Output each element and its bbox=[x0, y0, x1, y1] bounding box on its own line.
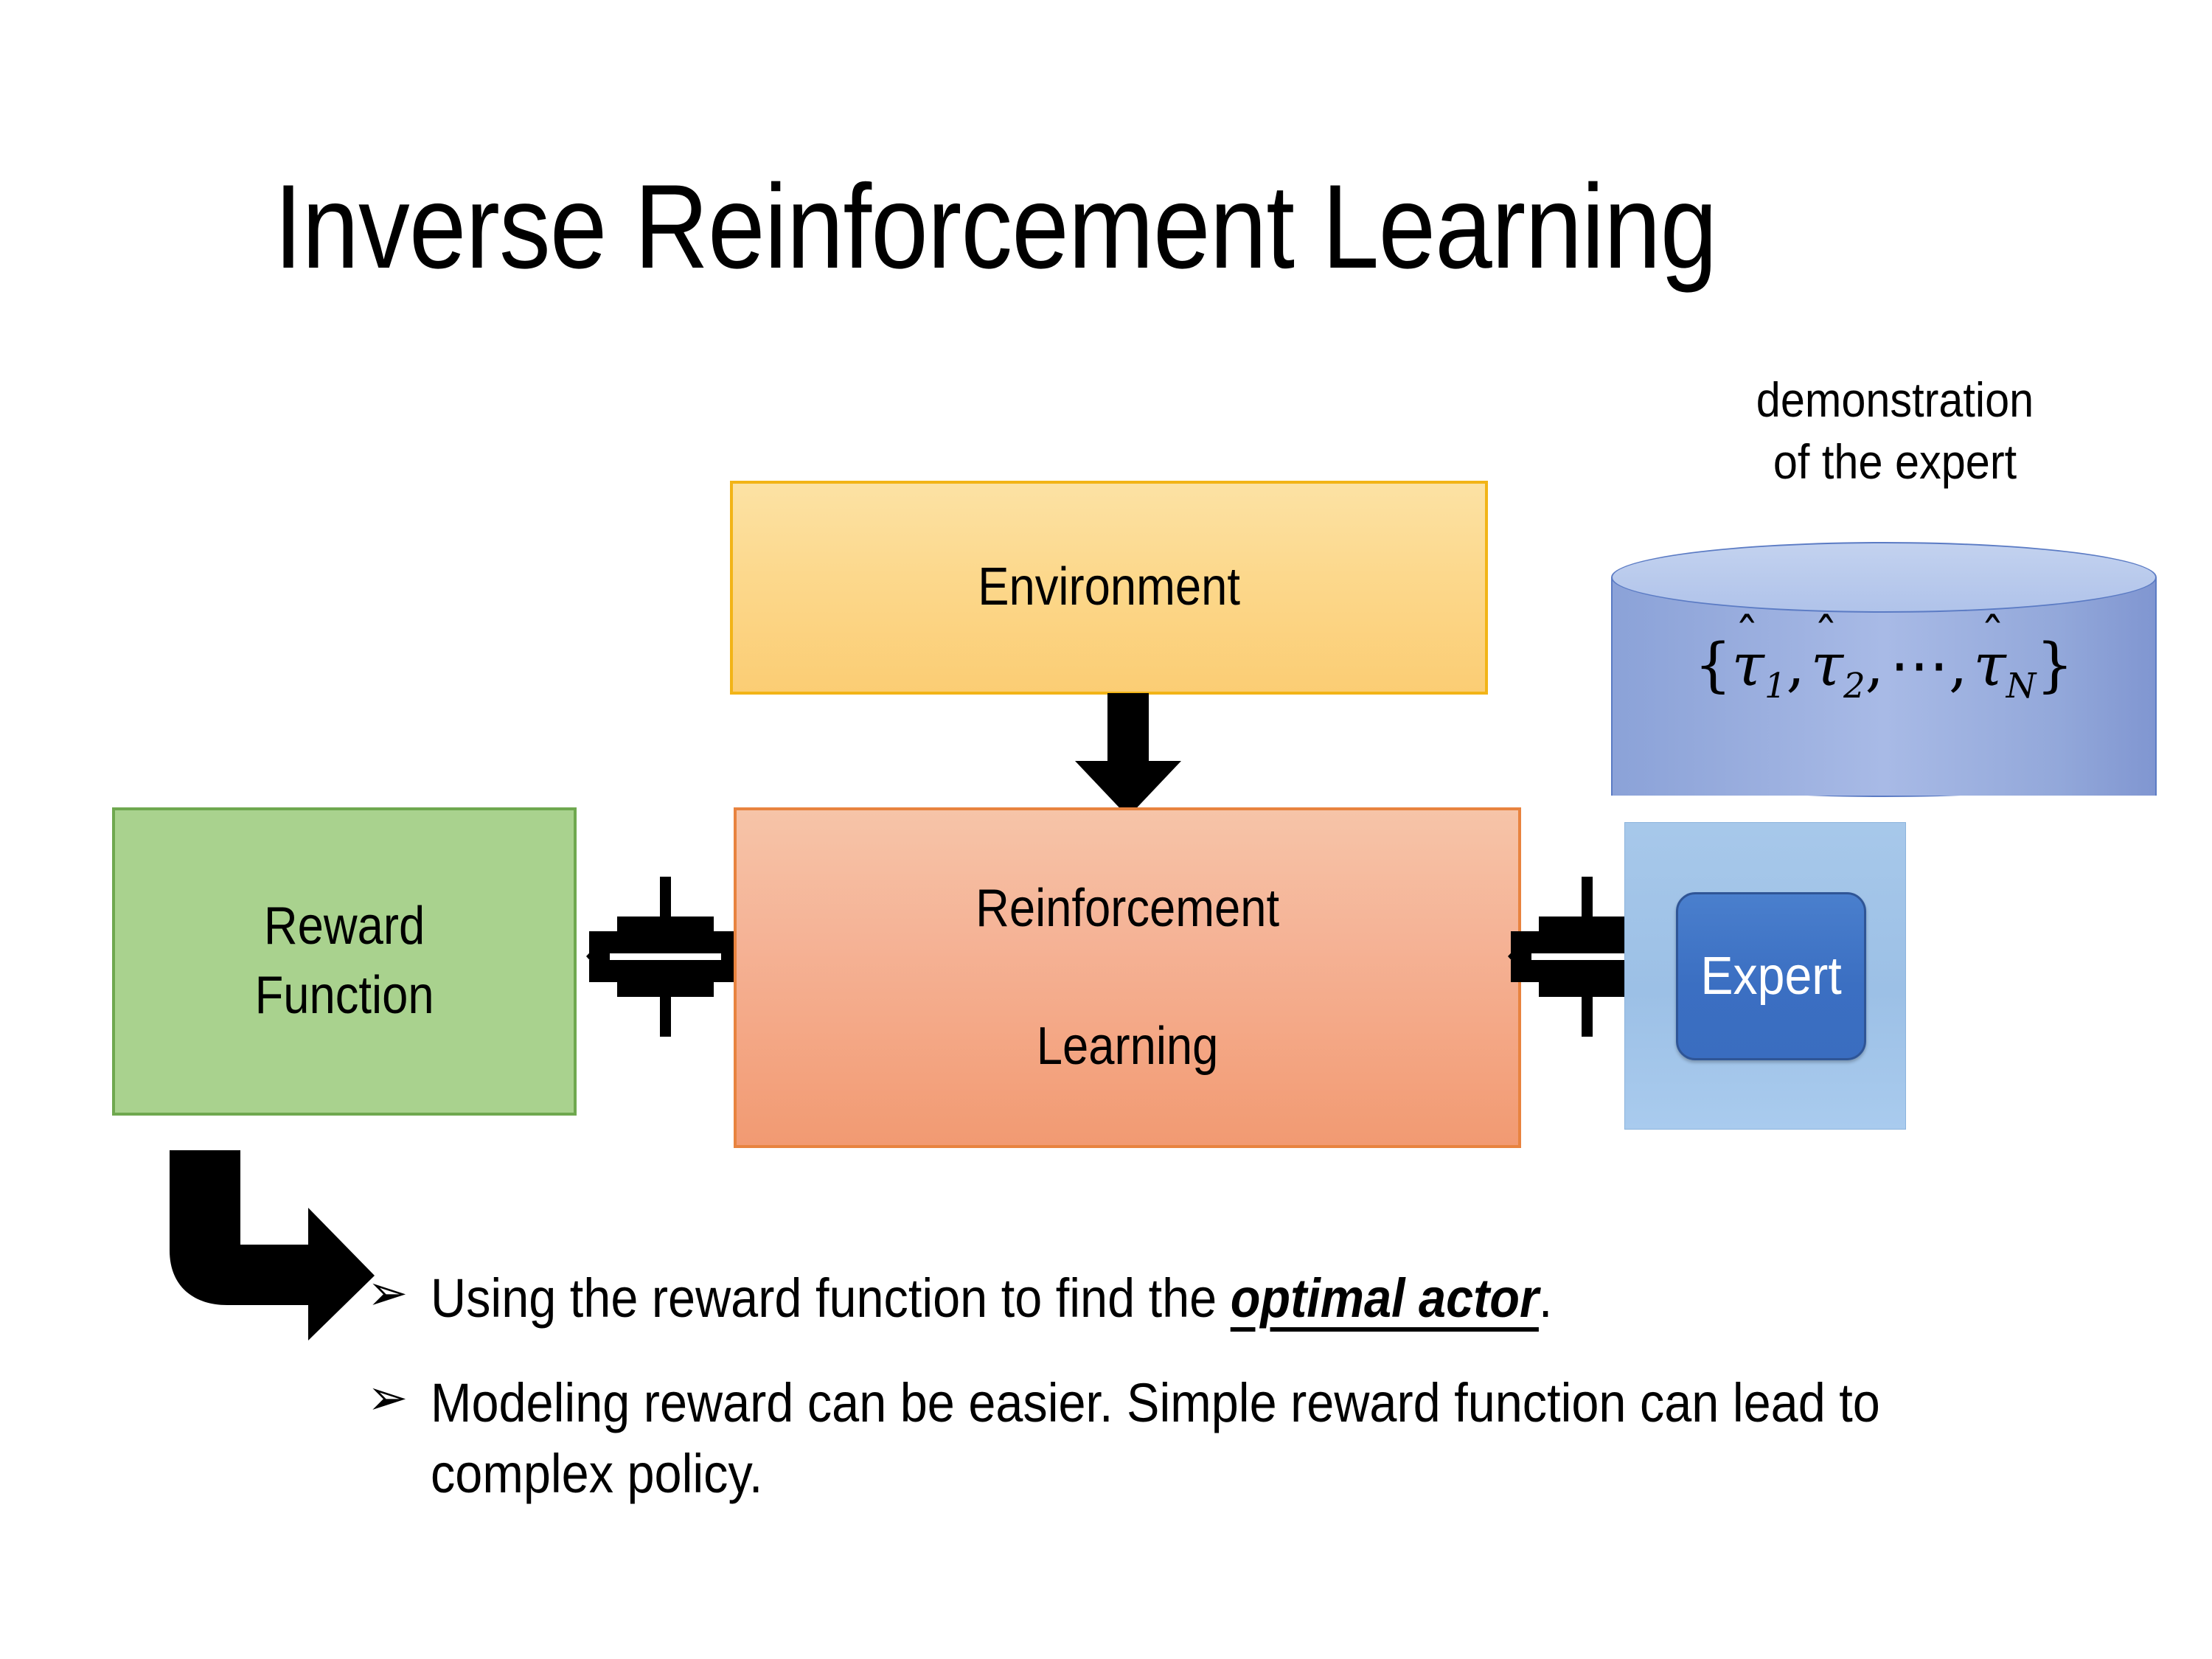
demonstration-caption-line2: of the expert bbox=[1773, 434, 2017, 490]
bullet-list: ➢ Using the reward function to find the … bbox=[367, 1263, 2078, 1544]
bullet-1-emphasis: optimal actor bbox=[1230, 1267, 1539, 1329]
bullet-arrow-icon: ➢ bbox=[367, 1265, 408, 1321]
trajectory-set-formula: {τ̂1, τ̂2, ⋯, τ̂N} bbox=[1611, 630, 2157, 706]
formula-term-n: τ̂N bbox=[1973, 630, 2037, 706]
bullet-arrow-icon: ➢ bbox=[367, 1369, 408, 1427]
reward-function-label-line1: Reward bbox=[263, 897, 425, 956]
formula-close-brace: } bbox=[2036, 630, 2074, 699]
environment-label: Environment bbox=[978, 557, 1240, 617]
cylinder-top-ellipse bbox=[1611, 542, 2157, 613]
formula-sep-1: , bbox=[1786, 630, 1805, 699]
formula-term-1: τ̂1 bbox=[1731, 630, 1787, 706]
reward-function-box[interactable]: Reward Function bbox=[112, 807, 577, 1116]
reward-function-label-line2: Function bbox=[254, 966, 434, 1025]
bullet-text-2: Modeling reward can be easier. Simple re… bbox=[431, 1372, 1880, 1505]
reward-to-bullets-bent-arrow-icon bbox=[164, 1150, 378, 1364]
reinforcement-learning-box[interactable]: Reinforcement Learning bbox=[734, 807, 1521, 1148]
environment-to-rl-arrow-icon bbox=[1069, 693, 1187, 817]
demonstration-caption-line1: demonstration bbox=[1756, 372, 2034, 427]
demonstration-caption: demonstration of the expert bbox=[1644, 369, 2146, 493]
reward-rl-quad-arrow-icon bbox=[586, 874, 745, 1040]
bullet-1-prefix: Using the reward function to find the bbox=[431, 1267, 1231, 1329]
formula-sep-2: , bbox=[1865, 630, 1885, 699]
environment-box[interactable]: Environment bbox=[730, 481, 1488, 695]
expert-label: Expert bbox=[1700, 947, 1842, 1006]
expert-box[interactable]: Expert bbox=[1676, 892, 1866, 1060]
cylinder-body bbox=[1611, 577, 2157, 796]
formula-open-brace: { bbox=[1694, 630, 1732, 699]
formula-term-2: τ̂2 bbox=[1810, 630, 1865, 706]
list-item: ➢ Using the reward function to find the … bbox=[367, 1263, 2078, 1334]
demonstration-cylinder: {τ̂1, τ̂2, ⋯, τ̂N} bbox=[1611, 542, 2157, 830]
reinforcement-learning-label: Reinforcement Learning bbox=[975, 874, 1279, 1082]
formula-sep-3: , bbox=[1949, 630, 1968, 699]
reinforcement-learning-label-line2: Learning bbox=[1036, 1016, 1219, 1076]
reinforcement-learning-label-line1: Reinforcement bbox=[975, 878, 1280, 938]
list-item: ➢ Modeling reward can be easier. Simple … bbox=[367, 1368, 2078, 1509]
reward-function-label: Reward Function bbox=[254, 892, 434, 1030]
bullet-text-1: Using the reward function to find the op… bbox=[431, 1263, 1913, 1334]
formula-ellipsis: ⋯ bbox=[1890, 630, 1950, 699]
page-title: Inverse Reinforcement Learning bbox=[274, 160, 1718, 293]
bullet-1-suffix: . bbox=[1538, 1267, 1553, 1329]
